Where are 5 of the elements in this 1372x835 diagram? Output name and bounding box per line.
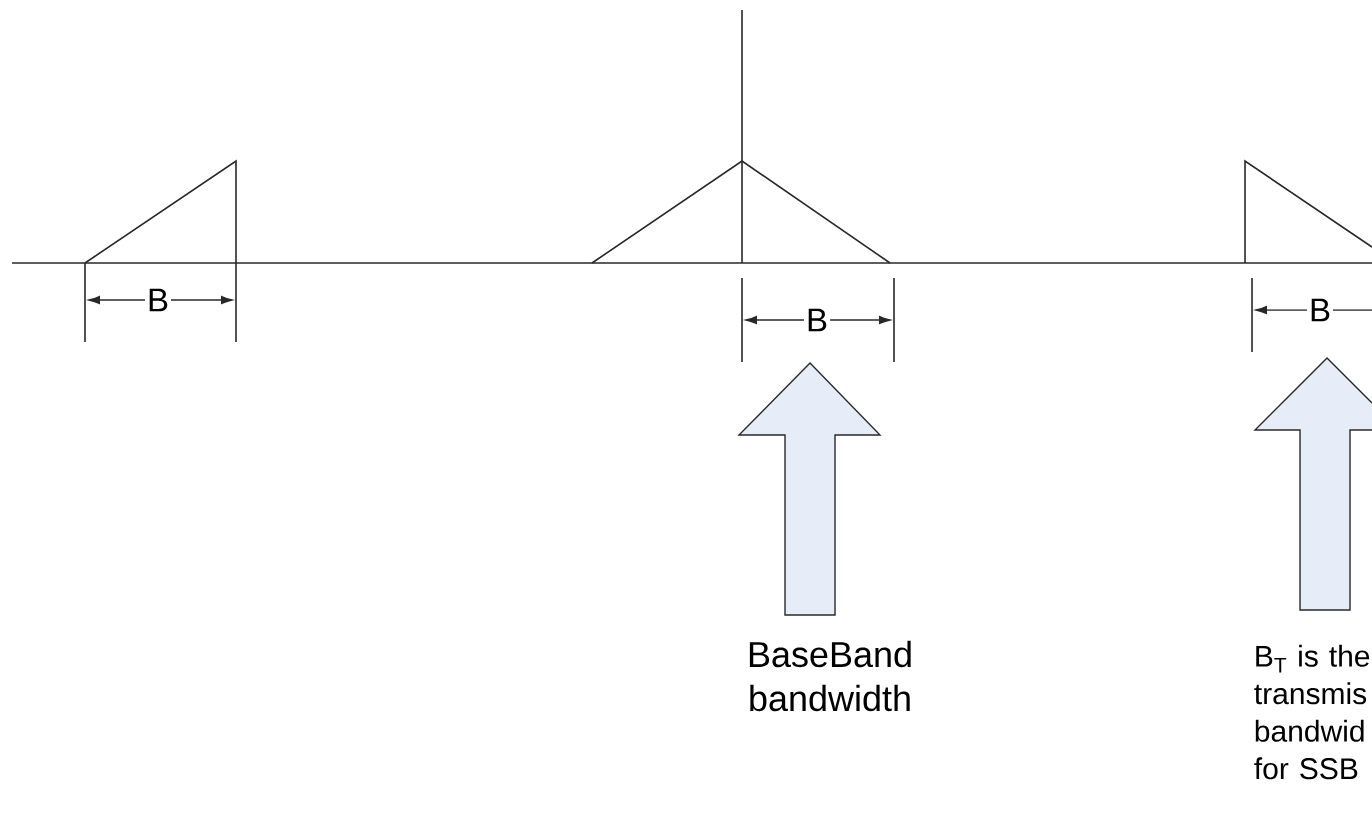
dimension-label: B [1307,296,1334,324]
caption-text: B$_{T}$ is the transmis bandwid for SSB [1254,644,1370,780]
dimension-label: B [804,306,830,334]
dimension-label: B [145,286,171,314]
caption-text: BaseBand bandwidth [749,640,911,712]
